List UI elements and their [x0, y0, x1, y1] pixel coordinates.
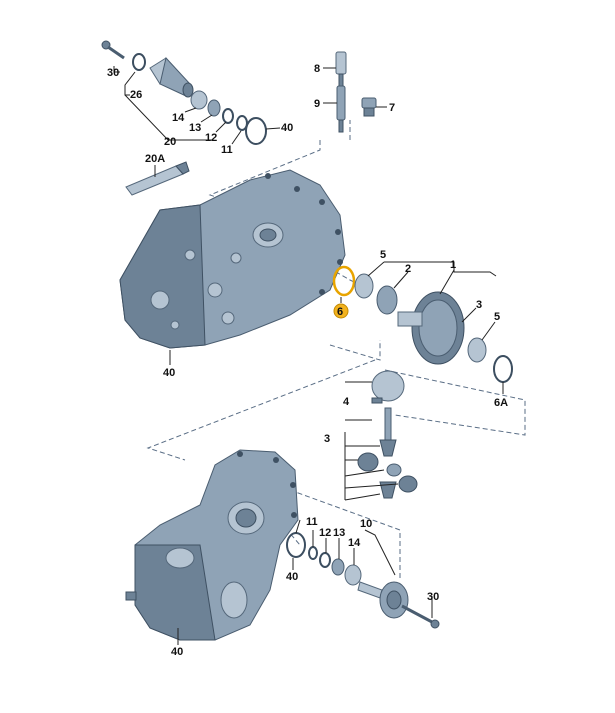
- label-4: 4: [343, 396, 350, 408]
- top-shaft-group: [101, 40, 267, 145]
- label-13-bottom: 13: [333, 527, 345, 539]
- diff-internals-group: [344, 370, 418, 501]
- label-8: 8: [314, 63, 320, 75]
- plug-7: [361, 97, 377, 117]
- label-20A: 20A: [145, 153, 165, 165]
- bolt-30-top: [101, 40, 125, 60]
- label-14-bottom: 14: [348, 537, 361, 549]
- label-12-top: 12: [205, 132, 217, 144]
- ring-12-top: [222, 108, 234, 124]
- label-6A: 6A: [494, 397, 508, 409]
- circlip-11-bottom: [308, 546, 318, 560]
- label-13-top: 13: [189, 122, 201, 134]
- crown-wheel-3: [397, 291, 465, 365]
- bearing-race-2: [376, 285, 398, 315]
- bearing-14-bottom: [344, 564, 362, 586]
- bearing-14-top: [190, 90, 208, 110]
- planet-gear-right: [398, 475, 418, 493]
- bearing-5-right: [467, 337, 487, 363]
- bearing-5-left: [354, 273, 374, 299]
- label-30-top: 30: [107, 67, 119, 79]
- label-6: 6: [337, 306, 343, 318]
- differential-group: [354, 273, 513, 383]
- label-20: 20: [164, 136, 176, 148]
- label-40-bottom: 40: [171, 646, 183, 658]
- label-2: 2: [405, 263, 411, 275]
- callout-labels: 30 26 14 13 12 11 40 20 20A 8 9 7 1 5 2 …: [107, 63, 508, 658]
- label-3-left: 3: [324, 433, 330, 445]
- race-13-top: [207, 99, 221, 117]
- label-5-left: 5: [380, 249, 386, 261]
- label-10: 10: [360, 518, 372, 530]
- side-gear-bottom: [379, 481, 397, 499]
- label-26: 26: [130, 89, 142, 101]
- label-11-bottom: 11: [306, 516, 318, 528]
- label-40-mid: 40: [163, 367, 175, 379]
- diff-housing-part: [371, 370, 405, 402]
- label-5-right: 5: [494, 311, 500, 323]
- label-6-highlight-box: 6: [333, 303, 349, 319]
- label-30-bottom: 30: [427, 591, 439, 603]
- bolt-30-bottom: [401, 604, 440, 629]
- label-40-lower-left: 40: [286, 571, 298, 583]
- label-40-top: 40: [281, 122, 293, 134]
- flange-shaft-10: [357, 581, 409, 619]
- leader-lines: [113, 66, 504, 645]
- label-1: 1: [450, 259, 456, 271]
- label-12-bottom: 12: [319, 527, 331, 539]
- seal-6A: [493, 355, 513, 383]
- label-3-right: 3: [476, 299, 482, 311]
- label-7: 7: [389, 102, 395, 114]
- speedo-sender-8-9: [335, 51, 347, 133]
- sealant-tube-20A: [125, 161, 190, 196]
- side-gear-top: [379, 439, 397, 457]
- bottom-shaft-group: [286, 532, 440, 629]
- seal-40-top: [245, 117, 267, 145]
- diff-pin-4: [371, 397, 383, 404]
- thrust-washer: [386, 463, 402, 477]
- seal-40-bottom: [286, 532, 306, 558]
- label-11-top: 11: [221, 144, 233, 156]
- ring-12-bottom: [319, 552, 331, 568]
- race-13-bottom: [331, 558, 345, 576]
- lower-housing-casting: [125, 449, 299, 641]
- seal-6-highlighted: [332, 265, 356, 297]
- planet-gear-left: [357, 452, 379, 472]
- shaft-20: [149, 56, 194, 98]
- seal-26: [132, 53, 146, 71]
- upper-housing-casting: [119, 169, 346, 349]
- label-9: 9: [314, 98, 320, 110]
- label-14-top: 14: [172, 112, 185, 124]
